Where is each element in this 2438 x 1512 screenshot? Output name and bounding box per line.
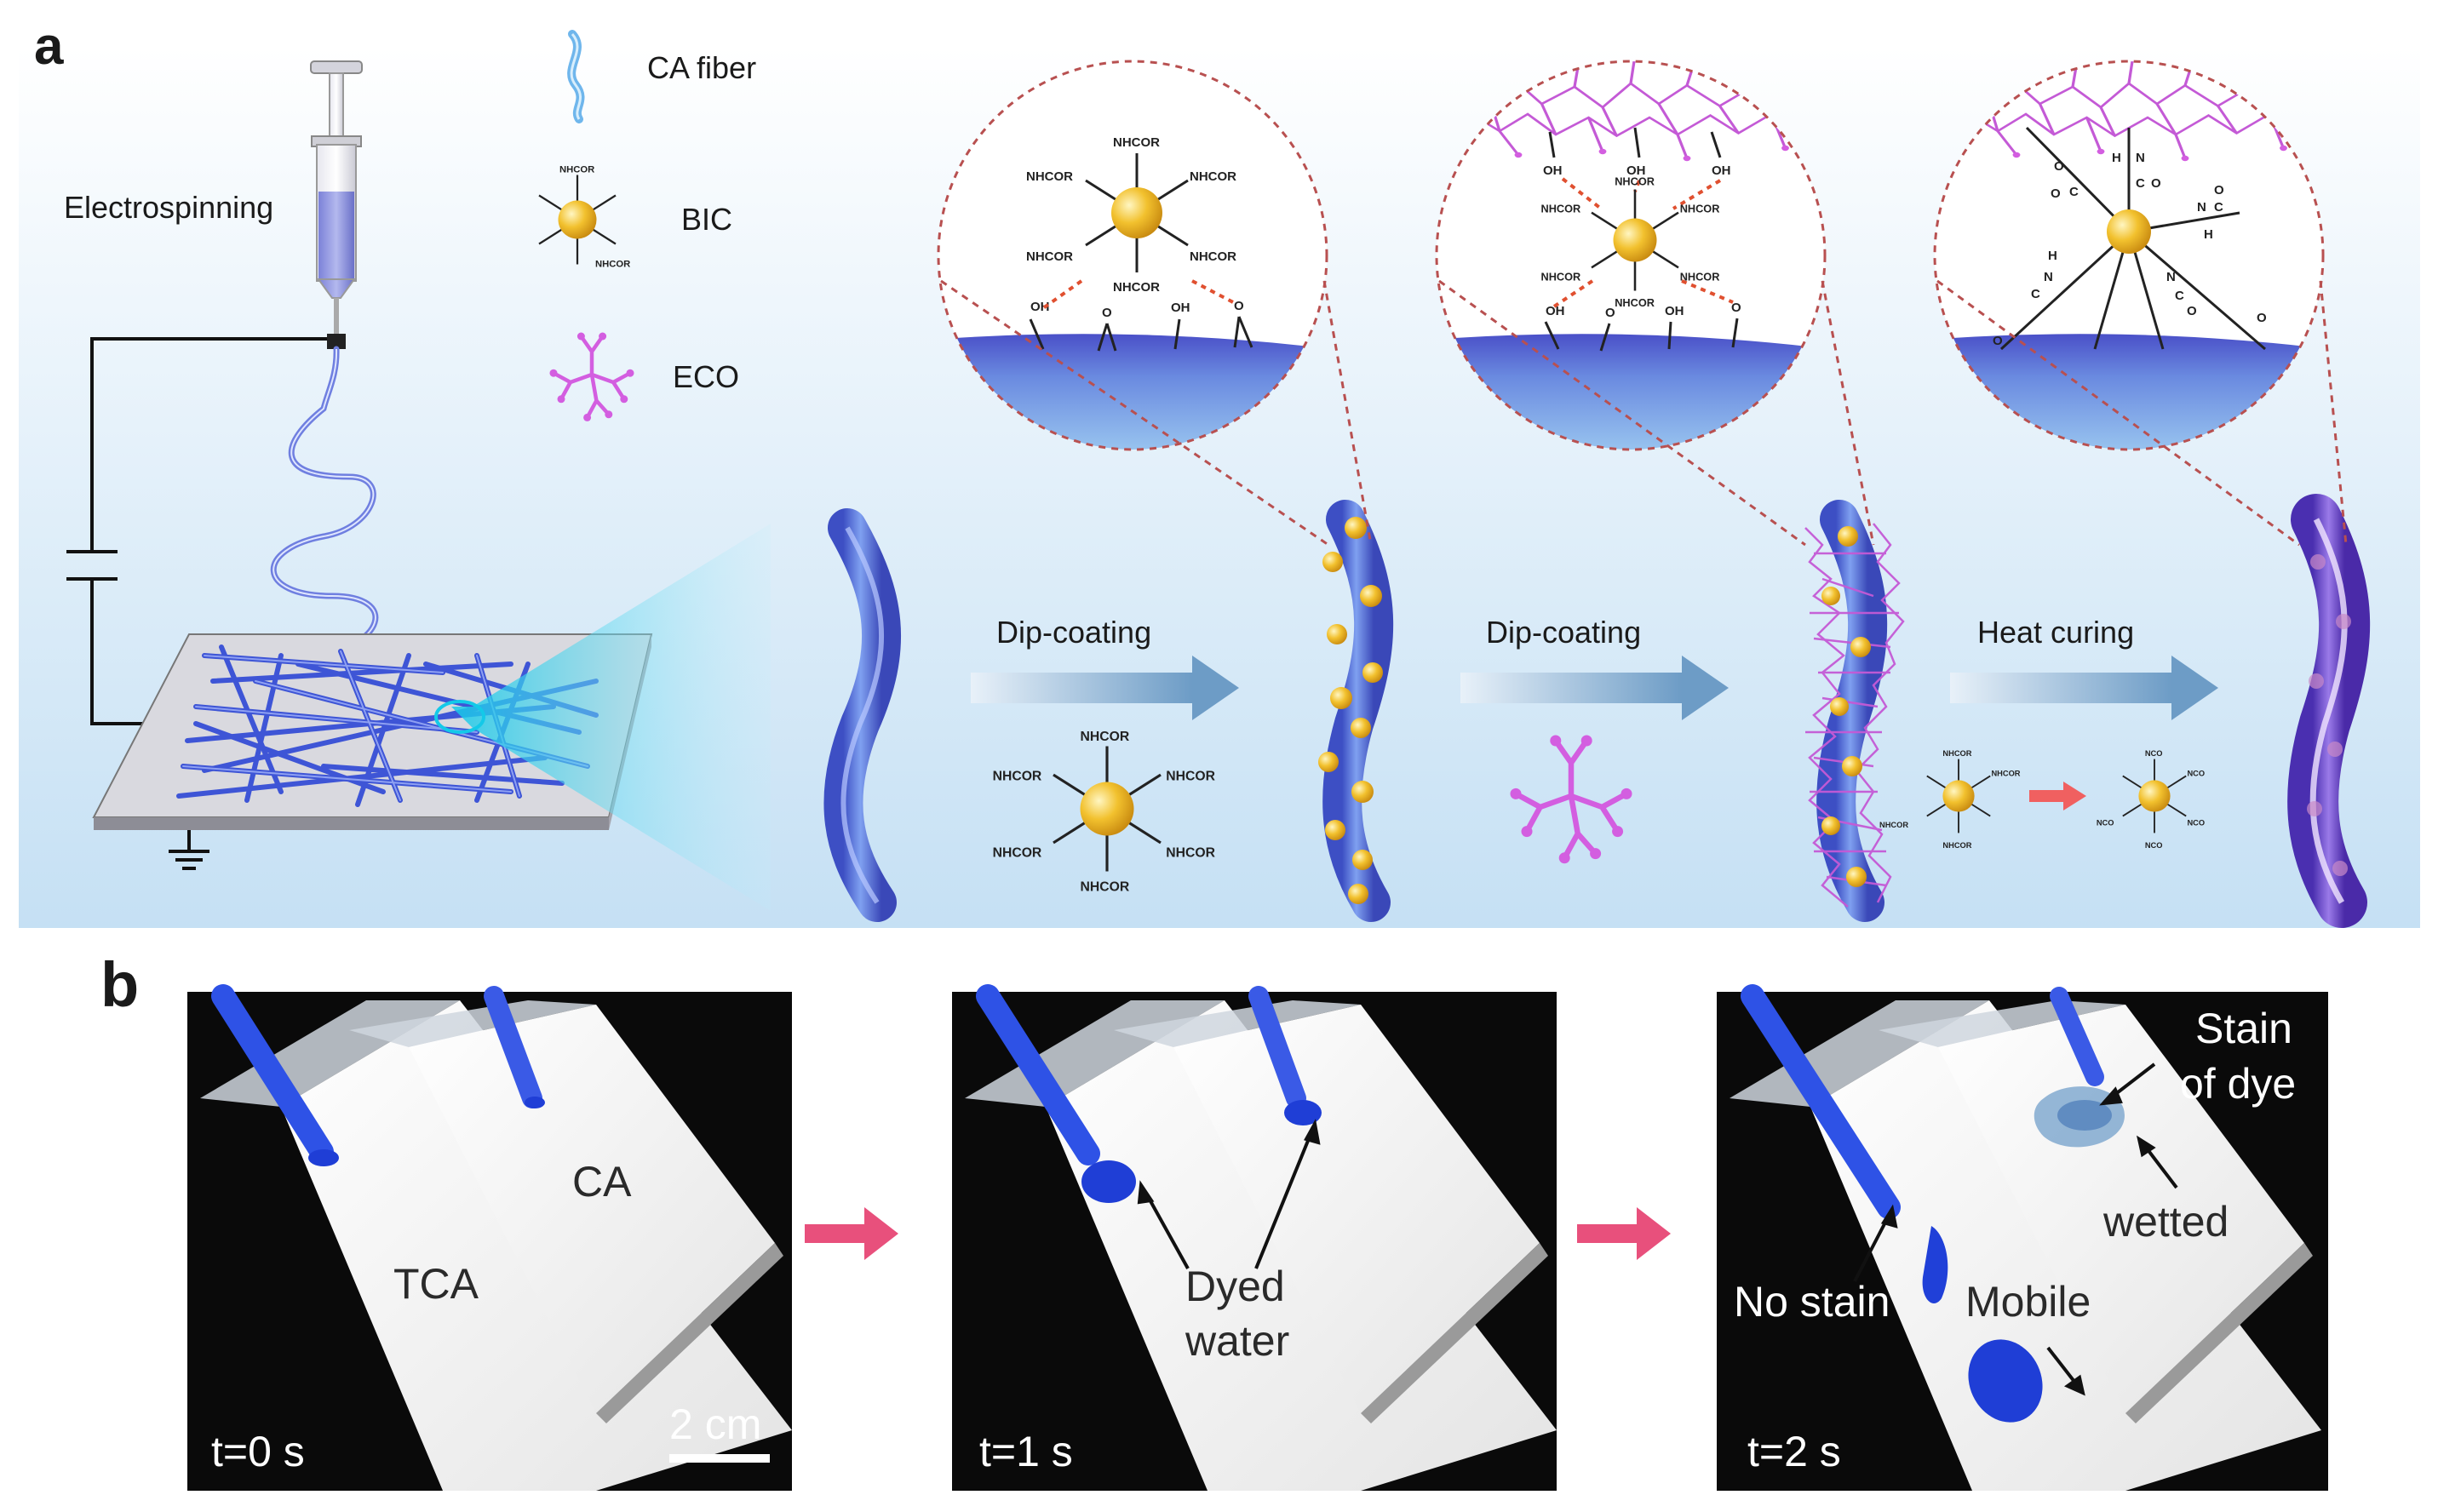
photo-2: [952, 984, 1557, 1491]
chem-label: O: [2187, 304, 2197, 318]
chem-label: O: [2051, 186, 2061, 201]
photo-3: [1717, 984, 2328, 1491]
chem-label: OH: [1626, 163, 1646, 178]
chem-label: OH: [1712, 163, 1731, 178]
chem-label: NHCOR: [559, 165, 594, 175]
bic-particles: [1318, 517, 1383, 904]
electrospinning-label: Electrospinning: [64, 190, 273, 225]
chem-label: NCO: [2187, 819, 2205, 828]
chem-label: NHCOR: [993, 769, 1042, 783]
step1-label: Dip-coating: [996, 615, 1151, 650]
process-arrow-2: [1460, 656, 1729, 720]
step3-label: Heat curing: [1977, 615, 2134, 650]
photo3-stain-line2: of dye: [2180, 1060, 2296, 1108]
photo2-time: t=1 s: [979, 1428, 1073, 1475]
scale-bar-label: 2 cm: [669, 1400, 761, 1448]
bic-molecule: NHCOR NHCOR NHCOR NHCOR NHCOR NHCOR: [993, 730, 1216, 894]
photo1-time: t=0 s: [211, 1428, 305, 1475]
chem-label: NHCOR: [1113, 280, 1160, 295]
syringe-icon: [310, 60, 363, 349]
chem-label: H: [2204, 227, 2213, 242]
scale-bar: [669, 1454, 770, 1463]
zoom-beam: [451, 524, 771, 911]
photo1-label-tca: TCA: [393, 1260, 479, 1308]
chem-label: O: [1234, 299, 1244, 313]
photo3-no-stain: No stain: [1734, 1278, 1890, 1326]
chem-label: NCO: [2187, 769, 2205, 777]
photo3-mobile: Mobile: [1965, 1278, 2091, 1326]
chem-label: O: [2151, 176, 2161, 191]
panel-a-letter: a: [34, 17, 64, 76]
chem-label: NCO: [2145, 841, 2163, 850]
chem-label: NHCOR: [1081, 880, 1130, 895]
chem-label: NHCOR: [1680, 271, 1720, 284]
pink-arrow-1: [805, 1207, 898, 1260]
chem-label: NHCOR: [1942, 749, 1971, 758]
chem-label: C: [2069, 185, 2079, 199]
chem-label: O: [2054, 159, 2064, 174]
chem-label: OH: [1546, 304, 1565, 318]
chem-label: NCO: [2097, 819, 2114, 828]
conversion-arrow: [2029, 782, 2086, 810]
nco-molecule: NCO NCO NCO NCO NCO: [2097, 749, 2205, 850]
legend-eco: ECO: [673, 359, 739, 394]
chem-label: NHCOR: [1541, 271, 1581, 284]
chem-label: O: [1102, 306, 1112, 320]
photo3-time: t=2 s: [1747, 1428, 1841, 1475]
legend-bic: BIC: [681, 202, 732, 237]
chem-label: NHCOR: [1190, 249, 1236, 264]
chem-label: NHCOR: [1026, 169, 1073, 184]
chem-label: C: [2031, 287, 2040, 301]
chem-label: NHCOR: [1942, 841, 1971, 850]
chem-label: NHCOR: [1166, 769, 1215, 783]
photo2-dyed-line2: water: [1185, 1317, 1289, 1365]
chem-label: N: [2197, 200, 2206, 215]
chem-label: O: [2257, 311, 2267, 325]
bic-small: NHCOR NHCOR NHCOR NHCOR: [1879, 749, 2021, 850]
chem-label: NHCOR: [595, 260, 630, 270]
chem-label: O: [2214, 183, 2224, 198]
chem-label: N: [2136, 151, 2145, 165]
legend-ca-fiber: CA fiber: [647, 50, 756, 85]
process-arrow-3: [1950, 656, 2218, 720]
chem-label: O: [1731, 301, 1741, 315]
chem-label: NHCOR: [1113, 135, 1160, 150]
bic-legend-icon: NHCOR NHCOR: [537, 165, 630, 270]
chem-label: NCO: [2145, 749, 2163, 758]
panel-b-letter: b: [100, 949, 139, 1020]
step2-label: Dip-coating: [1486, 615, 1641, 650]
photo1-label-ca: CA: [572, 1158, 632, 1206]
chem-label: OH: [1543, 163, 1563, 178]
chem-label: O: [1605, 306, 1615, 320]
chem-label: NHCOR: [1166, 846, 1215, 861]
chem-label: NHCOR: [1026, 249, 1073, 264]
chem-label: NHCOR: [1615, 175, 1655, 187]
photo2-dyed-line1: Dyed: [1185, 1263, 1285, 1310]
chem-label: N: [2044, 270, 2053, 284]
process-arrow-1: [971, 656, 1239, 720]
chem-label: NHCOR: [1190, 169, 1236, 184]
chem-label: C: [2214, 200, 2223, 215]
chem-label: OH: [1171, 301, 1190, 315]
pink-arrow-2: [1577, 1207, 1671, 1260]
photo3-stain-line1: Stain: [2195, 1005, 2292, 1052]
chem-label: NHCOR: [1991, 769, 2020, 777]
chem-label: C: [2136, 176, 2145, 191]
chem-label: OH: [1030, 300, 1050, 314]
chem-label: NHCOR: [993, 846, 1042, 861]
chem-label: OH: [1665, 304, 1684, 318]
chem-label: NHCOR: [1541, 203, 1581, 215]
chem-label: C: [2175, 289, 2184, 303]
chem-label: H: [2048, 249, 2057, 263]
chem-label: NHCOR: [1081, 730, 1130, 744]
chem-label: NHCOR: [1879, 821, 1908, 829]
photo-1: [187, 984, 792, 1491]
chem-label: NHCOR: [1680, 203, 1720, 215]
chem-label: H: [2112, 151, 2121, 165]
photo3-wetted: wetted: [2102, 1198, 2229, 1246]
chem-label: O: [1993, 334, 2003, 348]
chem-label: NHCOR: [1615, 296, 1655, 309]
chem-label: N: [2166, 270, 2176, 284]
